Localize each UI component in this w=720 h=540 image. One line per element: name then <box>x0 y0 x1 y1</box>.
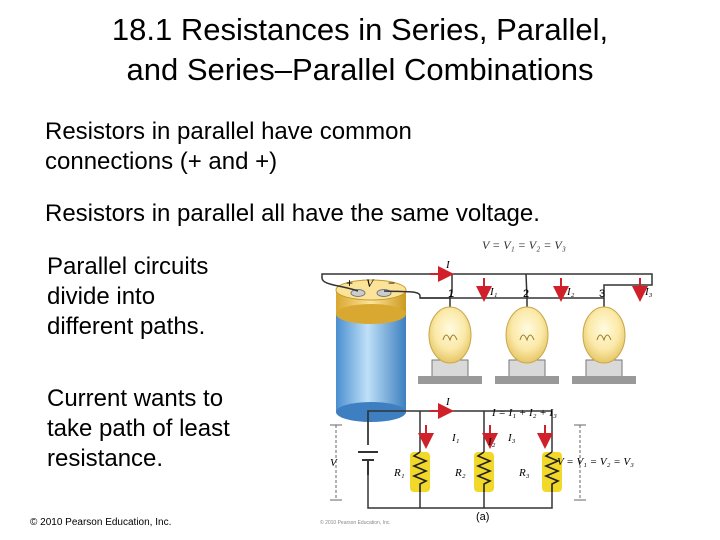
title-line-1: 18.1 Resistances in Series, Parallel, <box>111 12 609 47</box>
battery: + V − <box>335 276 407 422</box>
bulb-number: 1 <box>448 288 454 300</box>
r3-label: R₃ <box>518 467 530 479</box>
battery-minus-label: − <box>388 276 395 290</box>
voltage-dimension-left <box>330 424 342 501</box>
bullet-line: Parallel circuits <box>47 253 209 280</box>
bullet-line: resistance. <box>47 445 164 472</box>
bullet-least-resistance: Current wants to take path of least resi… <box>47 384 230 474</box>
copyright: © 2010 Pearson Education, Inc. <box>30 517 172 528</box>
battery-symbol <box>358 451 378 475</box>
bullet-line: take path of least <box>47 415 230 442</box>
bulb-3 <box>572 306 636 384</box>
battery-v-label: V <box>366 276 375 290</box>
bullet-line: Current wants to <box>47 385 224 412</box>
bullet-line: connections (+ and +) <box>45 148 278 175</box>
schem-i3-label: I₃ <box>507 432 516 444</box>
slide-title: 18.1 Resistances in Series, Parallel, an… <box>0 10 720 90</box>
bulb-number: 3 <box>599 288 605 300</box>
panel-label: (a) <box>476 511 489 523</box>
i2-label: I₂ <box>566 286 575 298</box>
schem-current-label: I <box>445 396 451 408</box>
tiny-credit: © 2010 Pearson Education, Inc. <box>320 520 391 526</box>
bullet-line: different paths. <box>47 313 206 340</box>
schematic-wires <box>367 410 553 509</box>
bullet-line: divide into <box>47 283 156 310</box>
bulb-1 <box>418 306 482 384</box>
i3-label: I₃ <box>644 286 653 298</box>
r2-label: R₂ <box>454 467 466 479</box>
bulb-number: 2 <box>523 288 529 300</box>
current-label: I <box>445 259 451 271</box>
schem-i1-label: I₁ <box>451 432 460 444</box>
current-sum-equation: I = I₁ + I₂ + I₃ <box>491 407 557 419</box>
voltage-dimension-right <box>574 424 586 501</box>
r1-label: R₁ <box>393 467 405 479</box>
schem-i2-label: I₂ <box>487 436 496 448</box>
bullet-common-connections: Resistors in parallel have common connec… <box>45 117 412 177</box>
battery-plus-label: + <box>346 276 353 290</box>
bullet-different-paths: Parallel circuits divide into different … <box>47 252 208 342</box>
bullet-same-voltage: Resistors in parallel all have the same … <box>45 200 540 227</box>
schem-v-label: V <box>330 457 338 469</box>
bulb-2 <box>495 306 559 384</box>
resistor-zigzags <box>411 451 561 492</box>
schem-voltage-equation: V = V₁ = V₂ = V₃ <box>557 456 634 468</box>
top-voltage-equation: V = V₁ = V₂ = V₃ <box>482 238 566 252</box>
title-line-2: and Series–Parallel Combinations <box>126 52 594 87</box>
i1-label: I₁ <box>489 286 498 298</box>
bullet-line: Resistors in parallel have common <box>45 118 412 145</box>
